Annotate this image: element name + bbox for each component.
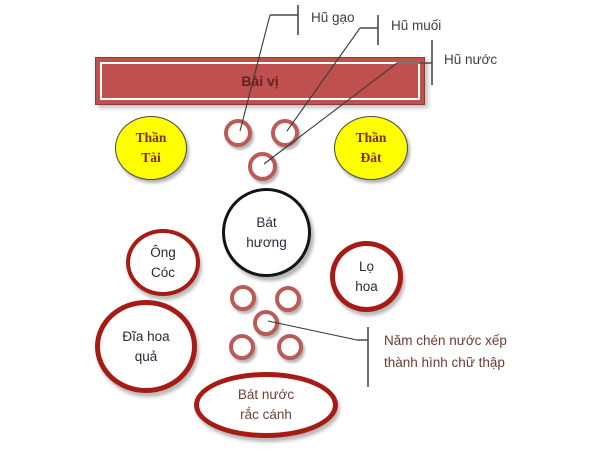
salt-jar-circle: [271, 119, 299, 147]
than-tai-circle: Thần Tài: [115, 116, 187, 180]
water-cup-circle-4: [229, 334, 255, 360]
vase-line2: hoa: [355, 278, 378, 294]
five-cups-callout-line1: Năm chén nước xếp: [384, 333, 507, 348]
water-cup-circle-3: [253, 310, 279, 336]
fruit-plate-circle: Đĩa hoa quả: [95, 300, 197, 393]
fruit-line2: quả: [134, 348, 158, 364]
water-jar-callout-label: Hũ nước: [444, 52, 498, 67]
bowl-line1: Bát nước: [237, 387, 295, 402]
water-cup-circle-1: [230, 285, 256, 311]
ong-coc-line1: Ông: [150, 244, 176, 260]
bai-vi-plaque: Bài vị: [95, 57, 425, 105]
than-dat-circle: Thần Đât: [334, 116, 408, 180]
ong-coc-line2: Cóc: [150, 264, 175, 280]
rice-jar-circle: [224, 119, 252, 147]
flower-vase-circle: Lọ hoa: [330, 241, 403, 312]
bai-vi-label: Bài vị: [241, 73, 279, 89]
salt-jar-callout-tick: [360, 15, 379, 45]
five-cups-callout-tick: [357, 327, 369, 387]
vase-line1: Lọ: [358, 258, 375, 274]
fruit-line1: Đĩa hoa: [122, 328, 170, 344]
water-cup-circle-2: [275, 286, 301, 312]
salt-jar-callout-label: Hũ muối: [391, 18, 442, 33]
than-tai-line2: Tài: [141, 150, 161, 165]
rice-jar-callout-label: Hũ gạo: [311, 10, 355, 25]
water-jar-circle: [248, 152, 277, 181]
incense-line1: Bát: [256, 214, 277, 230]
five-cups-callout-label: Năm chén nước xếp thành hình chữ thập: [384, 330, 507, 374]
petal-water-bowl-ellipse: Bát nước rắc cánh: [194, 372, 338, 438]
water-cup-circle-5: [277, 334, 303, 360]
rice-jar-callout-tick: [270, 5, 299, 35]
than-dat-line1: Thần: [355, 130, 387, 145]
five-cups-callout-line2: thành hình chữ thập: [384, 355, 505, 370]
than-tai-line1: Thần: [135, 130, 167, 145]
ong-coc-circle: Ông Cóc: [126, 229, 200, 296]
than-dat-line2: Đât: [360, 150, 382, 165]
incense-line2: hương: [246, 234, 287, 250]
incense-bowl-circle: Bát hương: [222, 188, 311, 277]
bowl-line2: rắc cánh: [240, 407, 292, 422]
